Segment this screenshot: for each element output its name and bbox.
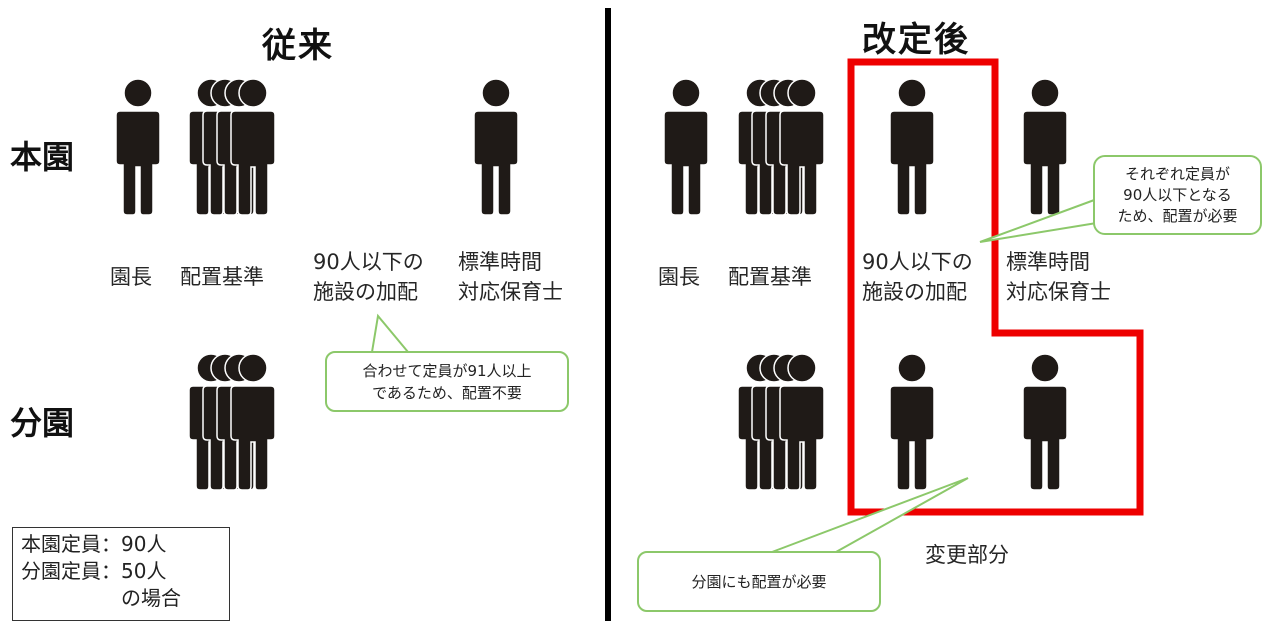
right-top-note-callout: それぞれ定員が 90人以下となる ため、配置が必要 (1093, 155, 1262, 235)
left-note-pointer (371, 313, 409, 353)
right-heading: 改定後 (862, 20, 970, 60)
right-bottom-note-text: 分園にも配置が必要 (691, 572, 827, 591)
right-bottom-note-callout: 分園にも配置が必要 (637, 551, 881, 612)
branch-addition-person-icon (889, 353, 935, 491)
changed-area-outline (847, 58, 1144, 516)
row-label-branch: 分園 (10, 404, 75, 442)
legend-line3: の場合 (21, 586, 181, 610)
branch-standard-time-person-icon (1022, 353, 1068, 491)
standard-time-label-line1: 標準時間 (458, 250, 542, 274)
row-label-main: 本園 (10, 138, 75, 176)
legend-line2: 分園定員：50人 (21, 559, 167, 583)
branch-staff-group-icon (189, 354, 275, 490)
addition-label-right-line1: 90人以下の (862, 250, 973, 274)
principal-label: 園長 (110, 265, 152, 289)
standard-staff-group-icon (189, 79, 275, 215)
standard-time-person-icon-right (1022, 78, 1068, 216)
right-top-note-line3: ため、配置が必要 (1117, 206, 1238, 225)
capacity-legend: 本園定員：90人 分園定員：50人 の場合 (12, 527, 230, 621)
left-note-callout: 合わせて定員が91人以上 であるため、配置不要 (325, 351, 569, 412)
standard-time-label-right-line2: 対応保育士 (1006, 280, 1111, 304)
left-note-line2: であるため、配置不要 (372, 383, 522, 402)
addition-label: 90人以下の 施設の加配 (313, 247, 424, 307)
right-bottom-note-pointer (771, 477, 969, 553)
principal-label-right: 園長 (658, 265, 700, 289)
principal-person-icon-right (663, 78, 709, 216)
addition-person-icon-right (889, 78, 935, 216)
center-divider (605, 8, 611, 621)
changed-part-label: 変更部分 (925, 543, 1009, 567)
standard-time-label-right: 標準時間 対応保育士 (1006, 247, 1111, 307)
left-heading: 従来 (262, 26, 334, 66)
standard-time-label-right-line1: 標準時間 (1006, 250, 1090, 274)
standard-time-label: 標準時間 対応保育士 (458, 247, 563, 307)
addition-label-right: 90人以下の 施設の加配 (862, 247, 973, 307)
standard-time-label-line2: 対応保育士 (458, 280, 563, 304)
standard-time-person-icon (473, 78, 519, 216)
standard-label: 配置基準 (180, 265, 264, 289)
right-top-note-line2: 90人以下となる (1123, 185, 1232, 204)
addition-label-line2: 施設の加配 (313, 280, 418, 304)
standard-staff-group-icon-right (738, 79, 824, 215)
principal-person-icon (115, 78, 161, 216)
addition-label-line1: 90人以下の (313, 250, 424, 274)
legend-line1: 本園定員：90人 (21, 532, 167, 556)
branch-staff-group-icon-right (738, 354, 824, 490)
standard-label-right: 配置基準 (728, 265, 812, 289)
left-note-line1: 合わせて定員が91人以上 (362, 361, 532, 380)
right-top-note-pointer (979, 198, 1116, 243)
addition-label-right-line2: 施設の加配 (862, 280, 967, 304)
right-top-note-line1: それぞれ定員が (1124, 164, 1230, 183)
